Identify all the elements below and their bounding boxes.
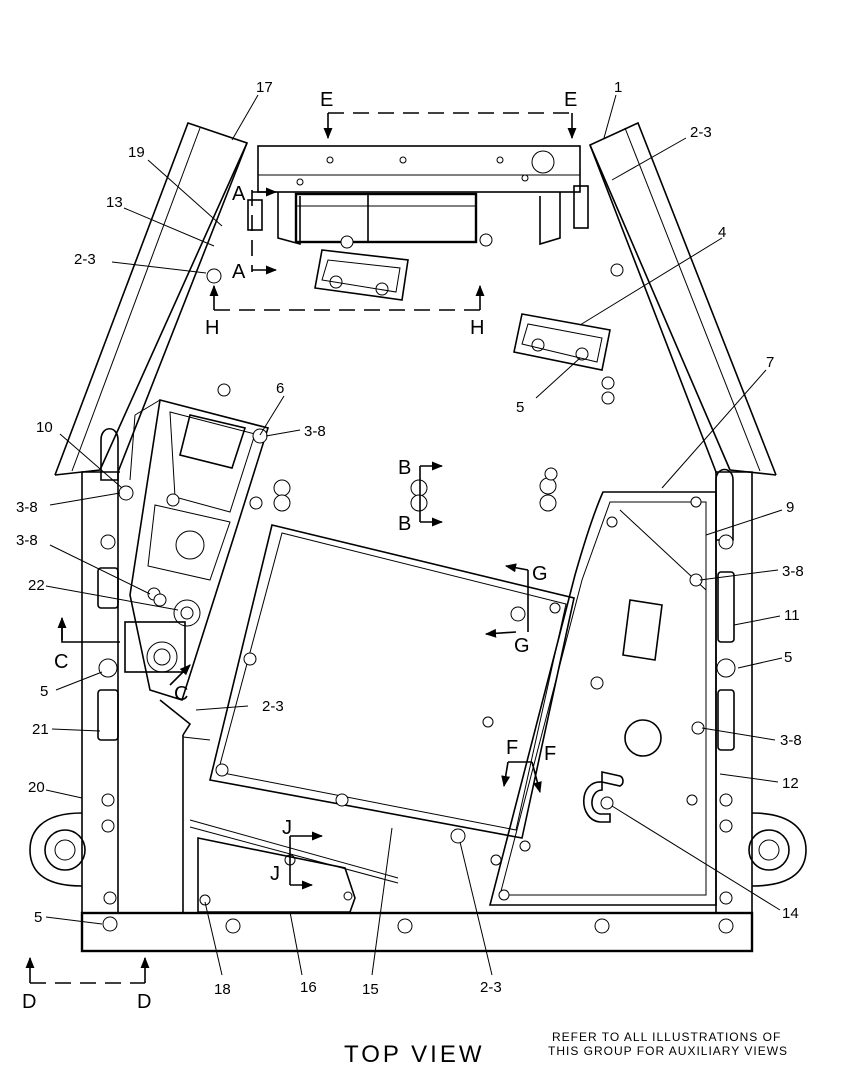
section-a-bottom: A (232, 261, 246, 283)
section-j-top: J (282, 817, 292, 839)
callout-20: 20 (28, 779, 45, 796)
note-line-2: THIS GROUP FOR AUXILIARY VIEWS (548, 1044, 788, 1058)
callout-3-8-panel: 3-8 (304, 423, 326, 440)
bracket-upper (314, 249, 409, 301)
section-b-top: B (398, 457, 411, 479)
callout-1: 1 (614, 79, 622, 96)
bolt-heads (98, 233, 736, 934)
callout-3-8-left-upper: 3-8 (16, 499, 38, 516)
leader-lines (45, 94, 783, 976)
section-h-right: H (470, 317, 484, 339)
lower-left-plate (189, 819, 399, 913)
section-letters: E E A A H H B B G G C C F F J J D D (22, 89, 577, 1013)
callout-9: 9 (786, 499, 794, 516)
callout-5-upper: 5 (516, 399, 524, 416)
callout-21: 21 (32, 721, 49, 738)
callout-12: 12 (782, 775, 799, 792)
section-e-right: E (564, 89, 577, 111)
callout-3-8-right-lower: 3-8 (780, 732, 802, 749)
callout-2-3-panel: 2-3 (262, 698, 284, 715)
callout-13: 13 (106, 194, 123, 211)
section-h-left: H (205, 317, 219, 339)
section-e-left: E (320, 89, 333, 111)
top-bracket (247, 145, 589, 246)
callout-10: 10 (36, 419, 53, 436)
callout-5-right: 5 (784, 649, 792, 666)
section-g-bottom: G (514, 635, 530, 657)
section-lines (25, 112, 577, 984)
section-b-bottom: B (398, 513, 411, 535)
section-j-bottom: J (270, 863, 280, 885)
callout-labels: 17 1 2-3 19 13 2-3 4 5 6 3-8 7 10 3-8 9 … (16, 79, 804, 998)
callout-16: 16 (300, 979, 317, 996)
section-f-left: F (506, 737, 518, 759)
callout-5-left: 5 (40, 683, 48, 700)
center-plate (182, 524, 575, 839)
callout-19: 19 (128, 144, 145, 161)
callout-14: 14 (782, 905, 799, 922)
section-d-right: D (137, 991, 151, 1013)
callout-18: 18 (214, 981, 231, 998)
callout-15: 15 (362, 981, 379, 998)
callout-4: 4 (718, 224, 726, 241)
callout-3-8-right: 3-8 (782, 563, 804, 580)
section-f-right: F (544, 743, 556, 765)
section-c-inner: C (174, 683, 188, 705)
callout-6: 6 (276, 380, 284, 397)
callout-5-bottom: 5 (34, 909, 42, 926)
callout-3-8-left-lower: 3-8 (16, 532, 38, 549)
callout-2-3-bottom: 2-3 (480, 979, 502, 996)
note-line-1: REFER TO ALL ILLUSTRATIONS OF (552, 1030, 781, 1044)
callout-17: 17 (256, 79, 273, 96)
section-g-top: G (532, 563, 548, 585)
view-title: TOP VIEW (344, 1041, 484, 1068)
section-d-left: D (22, 991, 36, 1013)
callout-2-3-left: 2-3 (74, 251, 96, 268)
control-panel (124, 399, 270, 736)
callout-11: 11 (784, 607, 800, 624)
callout-2-3-top-right: 2-3 (690, 124, 712, 141)
callout-7: 7 (766, 354, 774, 371)
side-rails (29, 427, 807, 887)
bracket-right (513, 313, 611, 371)
section-c-left: C (54, 651, 68, 673)
section-a-top: A (232, 183, 246, 205)
frame-outline (54, 121, 777, 953)
callout-22: 22 (28, 577, 45, 594)
